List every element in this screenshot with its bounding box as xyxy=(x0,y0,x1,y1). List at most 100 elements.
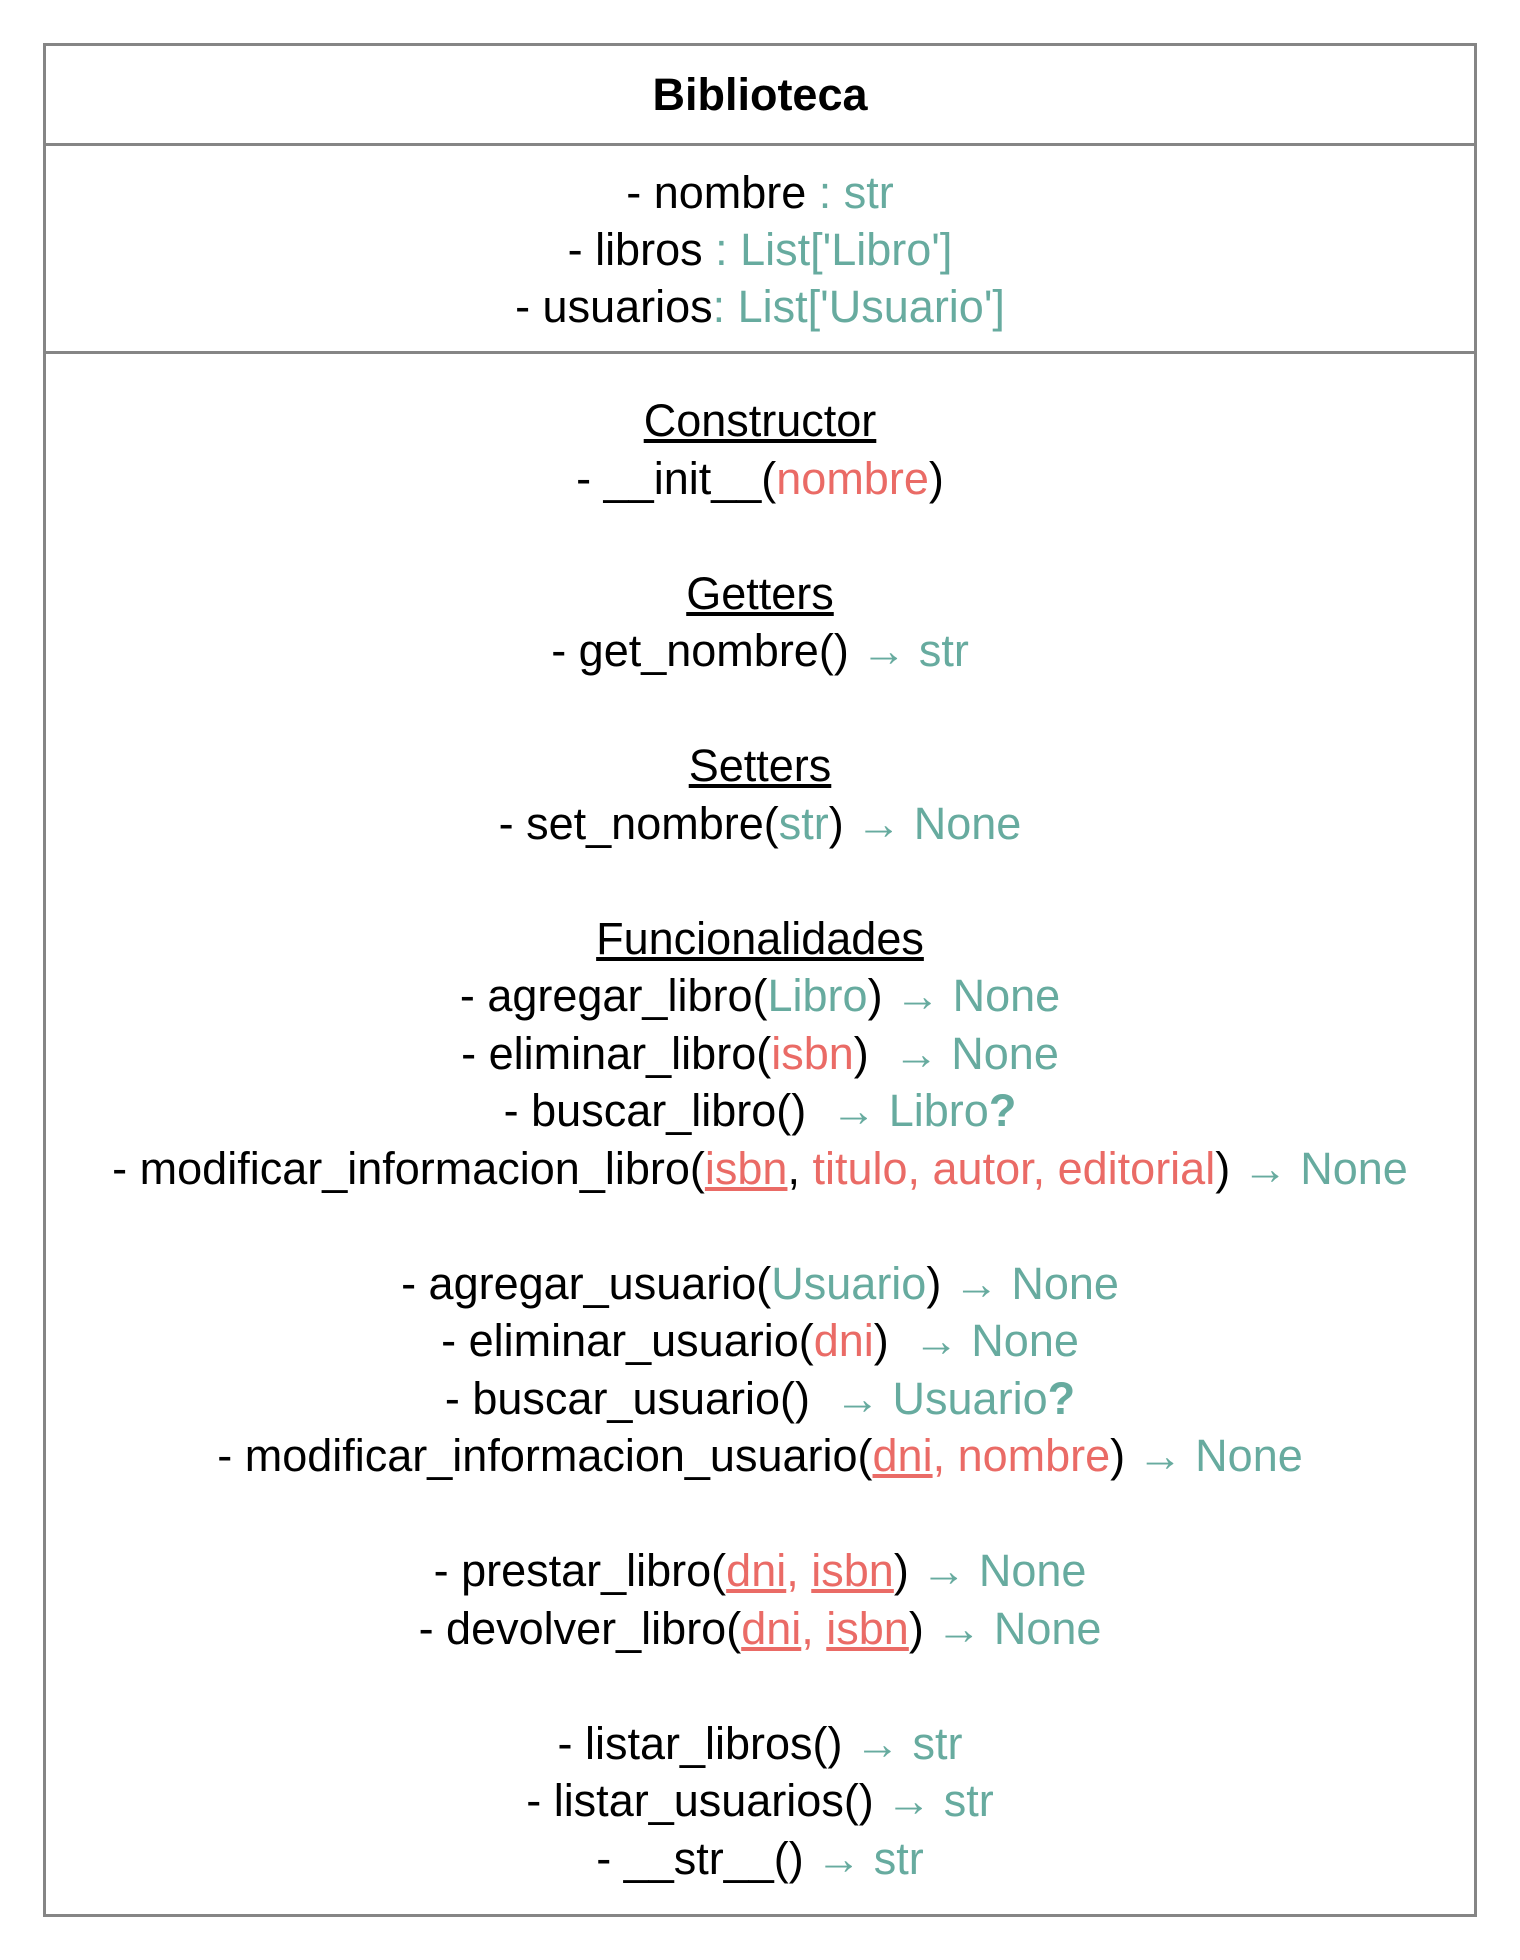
spacer xyxy=(46,852,1474,910)
method-name: - listar_usuarios() xyxy=(526,1775,874,1826)
method-name: - eliminar_usuario( xyxy=(441,1315,814,1366)
method-close: ) xyxy=(867,970,883,1021)
method-close: ) xyxy=(908,1602,924,1654)
method-return: → str xyxy=(803,1832,924,1884)
method-close: ) xyxy=(926,1257,942,1309)
method-param: str xyxy=(778,797,829,849)
method-param: titulo, autor, editorial xyxy=(812,1142,1216,1194)
method-return: → None xyxy=(893,1027,1059,1079)
method-return: → None xyxy=(923,1602,1102,1654)
method-eliminar-libro: - eliminar_libro(isbn) → None xyxy=(46,1025,1474,1083)
spacer xyxy=(46,507,1474,565)
method-return: → str xyxy=(873,1775,994,1826)
method-key-param: dni xyxy=(726,1545,787,1596)
method-sep: , xyxy=(801,1602,827,1654)
method-name: - get_nombre() xyxy=(551,625,849,676)
method-init: - __init__(nombre) xyxy=(46,450,1474,508)
method-return: → None xyxy=(1230,1142,1408,1194)
method-name: - listar_libros() xyxy=(557,1717,843,1769)
spacer xyxy=(46,1657,1474,1715)
attribute-label: - nombre xyxy=(626,167,807,218)
method-close: ) xyxy=(1215,1142,1231,1194)
method-name: - modificar_informacion_usuario( xyxy=(217,1430,873,1481)
heading-text: Constructor xyxy=(643,395,877,446)
method-eliminar-usuario: - eliminar_usuario(dni) → None xyxy=(46,1312,1474,1370)
method-return: → Usuario xyxy=(835,1372,1048,1424)
uml-class-box: Biblioteca - nombre : str - libros : Lis… xyxy=(43,43,1477,1917)
method-param: isbn xyxy=(771,1027,854,1079)
method-agregar-libro: - agregar_libro(Libro) → None xyxy=(46,967,1474,1025)
attributes-section: - nombre : str - libros : List['Libro'] … xyxy=(46,146,1474,354)
method-name: - __str__() xyxy=(596,1832,804,1884)
method-listar-libros: - listar_libros() → str xyxy=(46,1715,1474,1773)
method-name: - agregar_usuario( xyxy=(401,1257,772,1309)
method-sep: , xyxy=(932,1430,958,1481)
attribute-type: : str xyxy=(806,167,894,218)
spacer xyxy=(46,1197,1474,1255)
method-key-param: isbn xyxy=(826,1602,909,1654)
method-modificar-libro: - modificar_informacion_libro(isbn, titu… xyxy=(46,1140,1474,1198)
method-key-param: isbn xyxy=(704,1142,788,1194)
method-name: - __init__( xyxy=(576,452,777,504)
method-sep: , xyxy=(786,1545,812,1596)
method-get-nombre: - get_nombre() → str xyxy=(46,622,1474,680)
method-return: → None xyxy=(843,797,1022,849)
method-return: → str xyxy=(848,625,969,676)
method-name: - modificar_informacion_libro( xyxy=(112,1142,705,1194)
method-agregar-usuario: - agregar_usuario(Usuario) → None xyxy=(46,1255,1474,1313)
method-close: ) xyxy=(893,1545,909,1596)
heading-text: Funcionalidades xyxy=(596,912,924,964)
optional-marker: ? xyxy=(988,1085,1017,1136)
method-param: dni xyxy=(813,1315,874,1366)
method-close: ) xyxy=(873,1315,914,1366)
attribute-type: : List['Libro'] xyxy=(702,224,953,275)
method-name: - prestar_libro( xyxy=(433,1545,727,1596)
method-close: ) xyxy=(928,452,944,504)
heading-text: Getters xyxy=(686,567,834,619)
method-key-param: dni xyxy=(872,1430,933,1481)
method-listar-usuarios: - listar_usuarios() → str xyxy=(46,1772,1474,1830)
heading-text: Setters xyxy=(688,740,832,791)
method-set-nombre: - set_nombre(str) → None xyxy=(46,795,1474,853)
method-param: Usuario xyxy=(771,1257,927,1309)
optional-marker: ? xyxy=(1047,1372,1076,1424)
method-param: Libro xyxy=(767,970,868,1021)
class-name: Biblioteca xyxy=(652,68,868,120)
setters-heading: Setters xyxy=(46,737,1474,795)
method-close: ) xyxy=(853,1027,894,1079)
method-return: → None xyxy=(882,970,1061,1021)
method-return: → None xyxy=(908,1545,1087,1596)
attribute-label: - libros xyxy=(567,224,703,275)
funcionalidades-heading: Funcionalidades xyxy=(46,910,1474,968)
attribute-label: - usuarios xyxy=(515,281,713,332)
constructor-heading: Constructor xyxy=(46,392,1474,450)
method-return: → Libro xyxy=(831,1085,989,1136)
method-name: - devolver_libro( xyxy=(418,1602,742,1654)
method-buscar-libro: - buscar_libro() → Libro? xyxy=(46,1082,1474,1140)
method-param: nombre xyxy=(776,452,929,504)
method-return: → str xyxy=(842,1717,963,1769)
class-name-section: Biblioteca xyxy=(46,46,1474,146)
method-key-param: isbn xyxy=(811,1545,894,1596)
method-param: nombre xyxy=(957,1430,1111,1481)
method-return: → None xyxy=(913,1315,1079,1366)
method-name: - set_nombre( xyxy=(498,797,779,849)
method-return: → None xyxy=(1125,1430,1303,1481)
method-modificar-usuario: - modificar_informacion_usuario(dni, nom… xyxy=(46,1427,1474,1485)
method-prestar-libro: - prestar_libro(dni, isbn) → None xyxy=(46,1542,1474,1600)
attribute-type: : List['Usuario'] xyxy=(712,281,1005,332)
method-buscar-usuario: - buscar_usuario() → Usuario? xyxy=(46,1370,1474,1428)
attribute-usuarios: - usuarios: List['Usuario'] xyxy=(46,278,1474,335)
attribute-libros: - libros : List['Libro'] xyxy=(46,221,1474,278)
method-sep: , xyxy=(787,1142,813,1194)
method-close: ) xyxy=(828,797,844,849)
method-name: - eliminar_libro( xyxy=(461,1027,772,1079)
method-name: - buscar_usuario() xyxy=(444,1372,836,1424)
getters-heading: Getters xyxy=(46,565,1474,623)
spacer xyxy=(46,1485,1474,1543)
method-close: ) xyxy=(1110,1430,1126,1481)
method-return: → None xyxy=(941,1257,1119,1309)
attribute-nombre: - nombre : str xyxy=(46,164,1474,221)
method-name: - buscar_libro() xyxy=(503,1085,832,1136)
spacer xyxy=(46,680,1474,738)
